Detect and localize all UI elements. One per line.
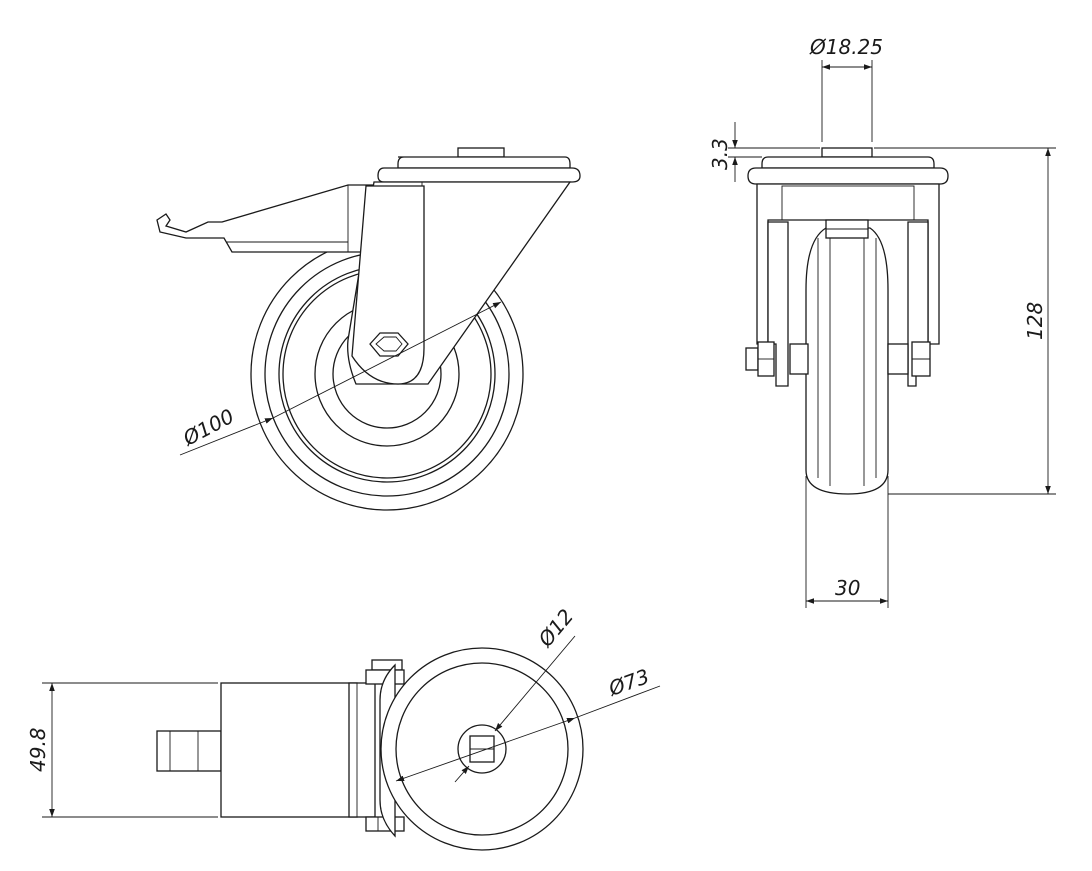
dim-wheel-width-label: 30 xyxy=(835,576,860,600)
dim-plate-thickness-label: 3.3 xyxy=(708,138,732,170)
front-view-axle xyxy=(745,341,931,377)
dim-plate-thickness: 3.3 xyxy=(708,122,820,182)
top-view-hub xyxy=(379,647,584,851)
side-view: Ø100 xyxy=(156,147,581,511)
front-view: Ø18.25 3.3 128 30 xyxy=(708,35,1056,608)
top-view: 49.8 Ø12 Ø73 xyxy=(26,604,661,851)
top-view-stem xyxy=(156,730,222,772)
dim-axle-bore-label: Ø12 xyxy=(533,604,579,652)
dim-kingpin-diameter: Ø18.25 xyxy=(809,35,883,142)
side-view-top-plate xyxy=(377,147,581,183)
dim-wheel-width: 30 xyxy=(805,476,889,608)
front-view-top-plate xyxy=(747,147,949,185)
brake-pedal xyxy=(156,184,379,253)
axle-nut xyxy=(369,332,409,357)
dim-kingpin-diameter-label: Ø18.25 xyxy=(809,35,883,59)
side-view-fork xyxy=(347,181,572,385)
top-view-housing xyxy=(220,682,376,818)
dim-hub-length-label: 49.8 xyxy=(26,727,50,772)
dim-overall-height-label: 128 xyxy=(1023,302,1047,340)
dim-hub-diameter-label: Ø73 xyxy=(605,664,653,701)
front-view-wheel xyxy=(805,219,889,495)
dim-overall-height: 128 xyxy=(874,147,1056,495)
dim-hub-length: 49.8 xyxy=(26,682,218,818)
